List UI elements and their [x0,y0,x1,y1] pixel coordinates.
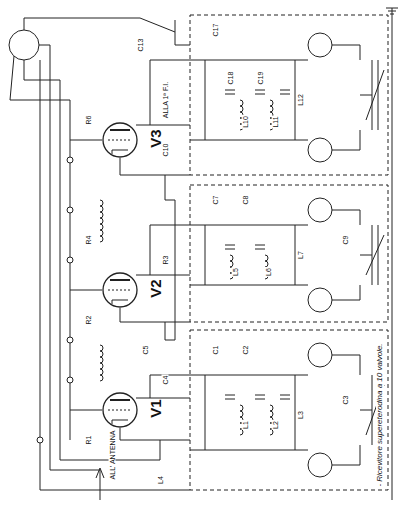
component-reference: C18 [227,71,234,86]
component-reference: R3 [162,255,169,266]
component-reference: L3 [297,410,304,420]
component-reference: C9 [342,235,349,246]
component-reference: R6 [85,115,92,126]
component-reference: L2 [272,420,279,430]
tube-name: V1 [147,399,162,417]
component-reference: C17 [212,23,219,38]
shield-box [190,330,388,490]
tube-name: V3 [147,129,162,147]
tube-name: V2 [147,279,162,297]
coil-symbol [100,345,103,381]
component-reference: L5 [232,267,239,277]
component-reference: L4 [157,475,164,485]
component-reference: R1 [85,435,92,446]
component-reference: L6 [265,267,272,277]
component-reference: C7 [212,195,219,206]
vacuum-tube: V3 [100,118,164,162]
vacuum-tube: V2 [100,268,164,312]
component-reference: C19 [257,71,264,86]
figure-caption: - Ricevitore supereterodina a 10 valvole… [376,343,384,486]
component-reference: C8 [242,195,249,206]
component-reference: C1 [212,345,219,356]
tube-envelope [100,268,140,312]
component-reference: C2 [242,345,249,356]
coil-symbol [100,200,103,242]
component-reference: C5 [142,345,149,356]
component-reference: L12 [297,93,304,107]
component-reference: R4 [85,235,92,246]
component-reference: R2 [85,315,92,326]
component-reference: L1 [242,420,249,430]
shield-box [190,15,388,175]
component-reference: L10 [242,115,249,129]
shield-box [190,185,388,322]
component-reference: C10 [162,143,169,158]
vacuum-tube: V1 [100,388,164,432]
component-reference: L7 [297,250,304,260]
component-reference: C3 [342,395,349,406]
connection-note: ALLA 1ª F.I. [162,81,169,119]
component-reference: C4 [162,375,169,386]
connection-note: ALL' ANTENNA [109,430,116,481]
component-reference: L11 [272,115,279,128]
component-reference: C13 [137,38,144,53]
tube-envelope [100,388,140,432]
tube-envelope [100,118,140,162]
